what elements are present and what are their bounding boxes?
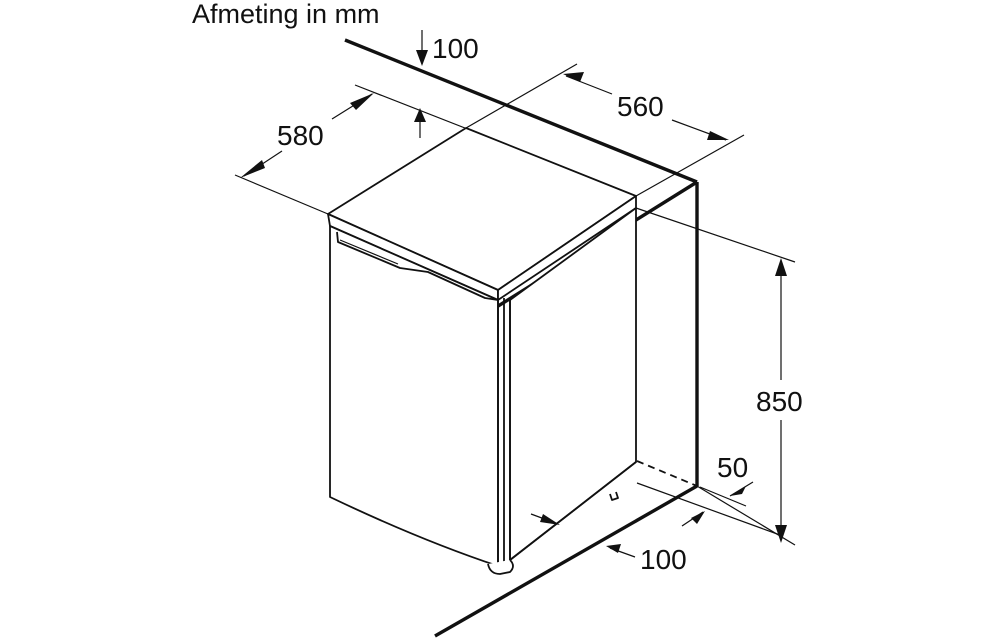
- depth-label: 580: [277, 120, 324, 151]
- refrigerator: [327, 127, 637, 575]
- dimension-rear-gap: 50: [636, 452, 781, 536]
- side-clearance-label: 100: [640, 544, 687, 575]
- height-label: 850: [756, 386, 803, 417]
- foot-front: [487, 559, 514, 575]
- rear-gap-label: 50: [717, 452, 748, 483]
- hidden-edge: [636, 460, 698, 487]
- width-label: 560: [617, 91, 664, 122]
- dimension-depth: 580: [234, 84, 466, 215]
- dimension-top-clearance: 100: [414, 30, 479, 138]
- diagram-title: Afmeting in mm: [192, 0, 380, 29]
- foot-rear: [609, 491, 619, 501]
- dimension-height: 850: [635, 207, 803, 546]
- dimension-width: 560: [465, 63, 745, 197]
- top-clearance-label: 100: [432, 33, 479, 64]
- dimension-side-clearance: 100: [530, 513, 687, 575]
